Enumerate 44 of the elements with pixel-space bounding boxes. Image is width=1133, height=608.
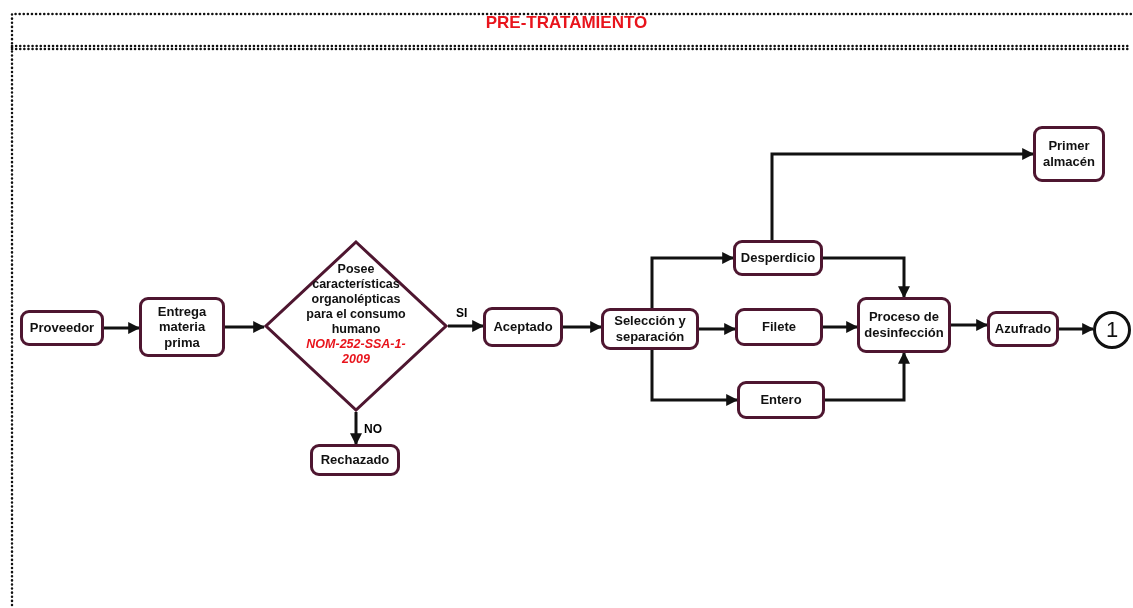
edge-label: SI (454, 306, 470, 320)
connector-circle (1093, 311, 1131, 349)
decision-diamond (264, 240, 448, 412)
process-box (483, 307, 563, 347)
process-box (737, 381, 825, 419)
node-text: Desperdicio (740, 250, 816, 266)
node-text: Selección y separación (613, 313, 687, 345)
node-text: 1 (1105, 316, 1119, 344)
arrow (1059, 323, 1095, 335)
process-box (735, 308, 823, 346)
arrow (825, 351, 910, 402)
process-box (1033, 126, 1105, 182)
edge-label: NO (362, 422, 384, 436)
arrow (699, 323, 737, 335)
arrow (225, 321, 266, 333)
node-text: Proveedor (29, 320, 95, 336)
node-text: Proceso de desinfección (863, 309, 945, 341)
node-text: Filete (762, 319, 796, 335)
arrow (448, 320, 485, 332)
arrow (650, 252, 735, 308)
section-title: PRE-TRATAMIENTO (484, 13, 649, 33)
arrow (104, 322, 141, 334)
arrow (650, 350, 739, 406)
process-box (20, 310, 104, 346)
node-text: Posee características organolépticas para el consumo humano (305, 262, 407, 337)
node-text: Primer almacén (1041, 138, 1096, 170)
process-box (857, 297, 951, 353)
process-box (733, 240, 823, 276)
arrow (563, 321, 603, 333)
arrow (350, 412, 362, 446)
process-box (987, 311, 1059, 347)
node-text: Azufrado (994, 321, 1052, 337)
process-box (601, 308, 699, 350)
node-text: Rechazado (320, 452, 390, 468)
arrow (770, 148, 1035, 240)
arrow (823, 321, 859, 333)
process-box (310, 444, 400, 476)
process-box (139, 297, 225, 357)
arrow (951, 319, 989, 331)
arrow (823, 256, 910, 299)
node-text: Entero (760, 392, 802, 408)
node-text: Entrega materia prima (156, 303, 208, 351)
node-text: Aceptado (493, 319, 553, 335)
standard-reference: NOM-252-SSA-1-2009 (305, 337, 407, 367)
